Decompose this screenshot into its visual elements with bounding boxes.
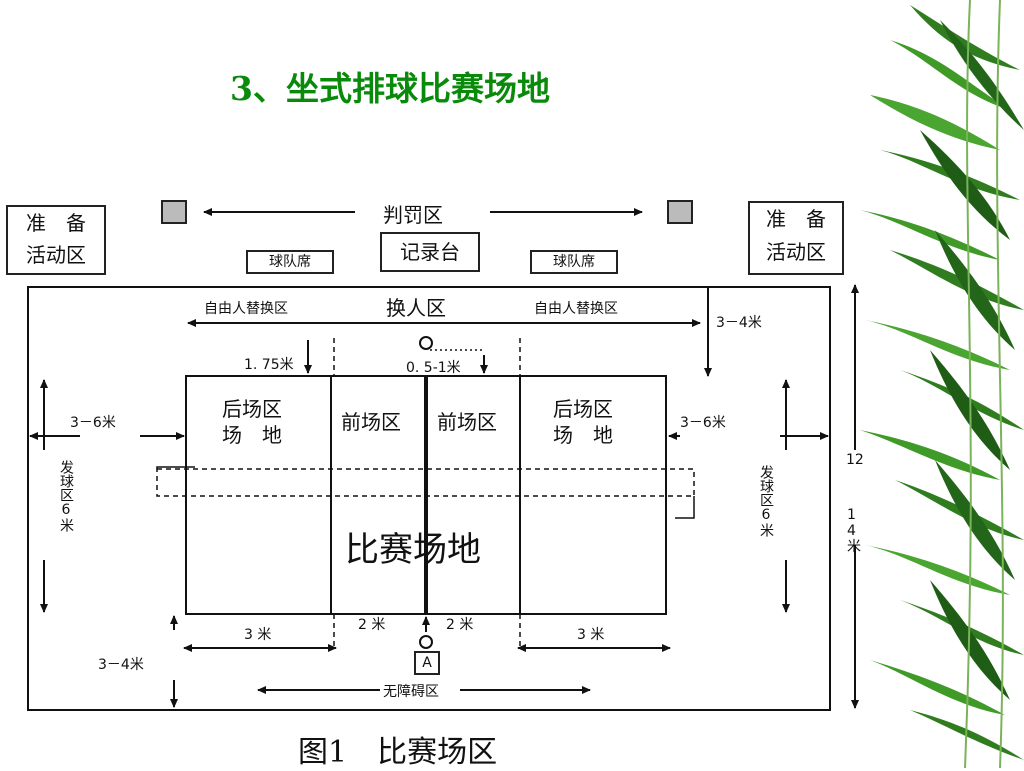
distance-3-6m-right: 3－6米 <box>680 415 726 431</box>
back-zone-right: 后场区 场 地 <box>553 396 613 448</box>
penalty-post-right <box>667 200 693 224</box>
warmup-area-right-line2: 活动区 <box>766 240 826 264</box>
substitution-zone: 换人区 <box>386 296 446 320</box>
back-zone-left-line2: 场 地 <box>222 423 282 447</box>
front-zone-right: 前场区 <box>437 410 497 434</box>
distance-3-4m-bottom: 3－4米 <box>98 657 144 673</box>
second-referee-icon <box>419 336 433 350</box>
court-diagram <box>27 200 859 711</box>
warmup-area-right: 准 备 活动区 <box>748 201 844 275</box>
distance-1-75m: 1. 75米 <box>244 357 294 373</box>
first-referee-box: A <box>414 651 440 675</box>
slide-title: 3、坐式排球比赛场地 <box>230 69 550 108</box>
scorer-table: 记录台 <box>380 232 480 272</box>
bamboo-leaves-decoration <box>850 0 1024 768</box>
back-zone-left: 后场区 场 地 <box>222 396 282 448</box>
service-zone-right: 发球区6米 <box>758 465 774 537</box>
penalty-area-label: 判罚区 <box>383 203 443 227</box>
team-bench-right: 球队席 <box>530 250 618 274</box>
width-12: 12 <box>846 452 864 468</box>
service-zone-left: 发球区6米 <box>58 460 74 532</box>
warmup-area-left-line1: 准 备 <box>26 211 86 235</box>
warmup-area-left: 准 备 活动区 <box>6 205 106 275</box>
back-zone-left-line1: 后场区 <box>222 397 282 421</box>
back-zone-right-line2: 场 地 <box>553 423 613 447</box>
distance-0-5-1m: 0. 5-1米 <box>406 360 461 376</box>
distance-3m-bottom-left: 3 米 <box>244 627 272 643</box>
first-referee-icon <box>419 635 433 649</box>
distance-3m-bottom-right: 3 米 <box>577 627 605 643</box>
figure-caption: 图1 比赛场区 <box>298 735 498 770</box>
distance-2m-left: 2 米 <box>358 617 386 633</box>
distance-2m-right: 2 米 <box>446 617 474 633</box>
warmup-area-left-line2: 活动区 <box>26 243 86 267</box>
distance-3-4m-top: 3－4米 <box>716 315 762 331</box>
width-14m: 14米 <box>847 507 861 555</box>
team-bench-left: 球队席 <box>246 250 334 274</box>
back-zone-right-line1: 后场区 <box>553 397 613 421</box>
warmup-area-right-line1: 准 备 <box>766 207 826 231</box>
libero-zone-left: 自由人替换区 <box>204 301 288 317</box>
front-zone-left: 前场区 <box>341 410 401 434</box>
libero-zone-right: 自由人替换区 <box>534 301 618 317</box>
free-zone-label: 无障碍区 <box>383 684 439 700</box>
penalty-post-left <box>161 200 187 224</box>
playing-court-label: 比赛场地 <box>345 530 481 570</box>
free-zone-boundary <box>27 286 831 711</box>
distance-3-6m-left: 3－6米 <box>70 415 116 431</box>
